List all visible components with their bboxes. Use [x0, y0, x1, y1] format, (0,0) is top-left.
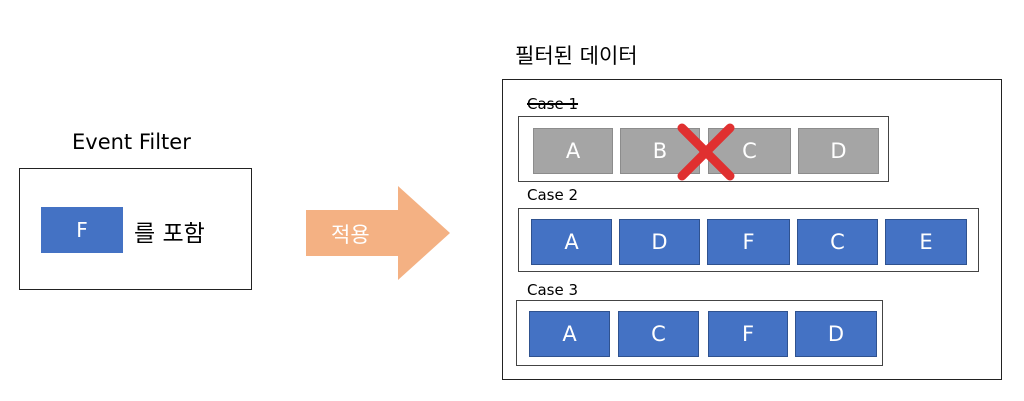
- case-3-item: A: [529, 311, 610, 357]
- exclude-x-icon: [677, 123, 735, 181]
- case-1-item: D: [798, 128, 879, 174]
- filtered-data-frame: [502, 79, 1002, 380]
- event-filter-title: Event Filter: [72, 130, 191, 154]
- case-2-item: C: [797, 219, 878, 265]
- case-1-item: A: [533, 128, 613, 174]
- case-2-box: [518, 208, 979, 272]
- case-3-box: [516, 300, 883, 366]
- case-2-item: A: [531, 219, 612, 265]
- case-2-item: E: [885, 219, 967, 265]
- filter-condition-text: 를 포함: [134, 221, 205, 247]
- case-3-item: D: [795, 311, 877, 357]
- case-2-item: F: [707, 219, 790, 265]
- apply-arrow-label: 적용: [331, 223, 370, 247]
- apply-arrow-icon: [306, 186, 450, 280]
- case-2-item: D: [619, 219, 700, 265]
- case-2-label: Case 2: [527, 186, 579, 204]
- case-3-item: F: [708, 311, 788, 357]
- case-3-label: Case 3: [527, 281, 579, 299]
- event-filter-box: F 를 포함: [19, 168, 252, 290]
- filtered-data-title: 필터된 데이터: [515, 44, 638, 68]
- filter-tile: F: [41, 207, 123, 253]
- case-1-label: Case 1: [527, 95, 579, 113]
- case-1-box: [518, 116, 889, 182]
- case-3-item: C: [618, 311, 699, 357]
